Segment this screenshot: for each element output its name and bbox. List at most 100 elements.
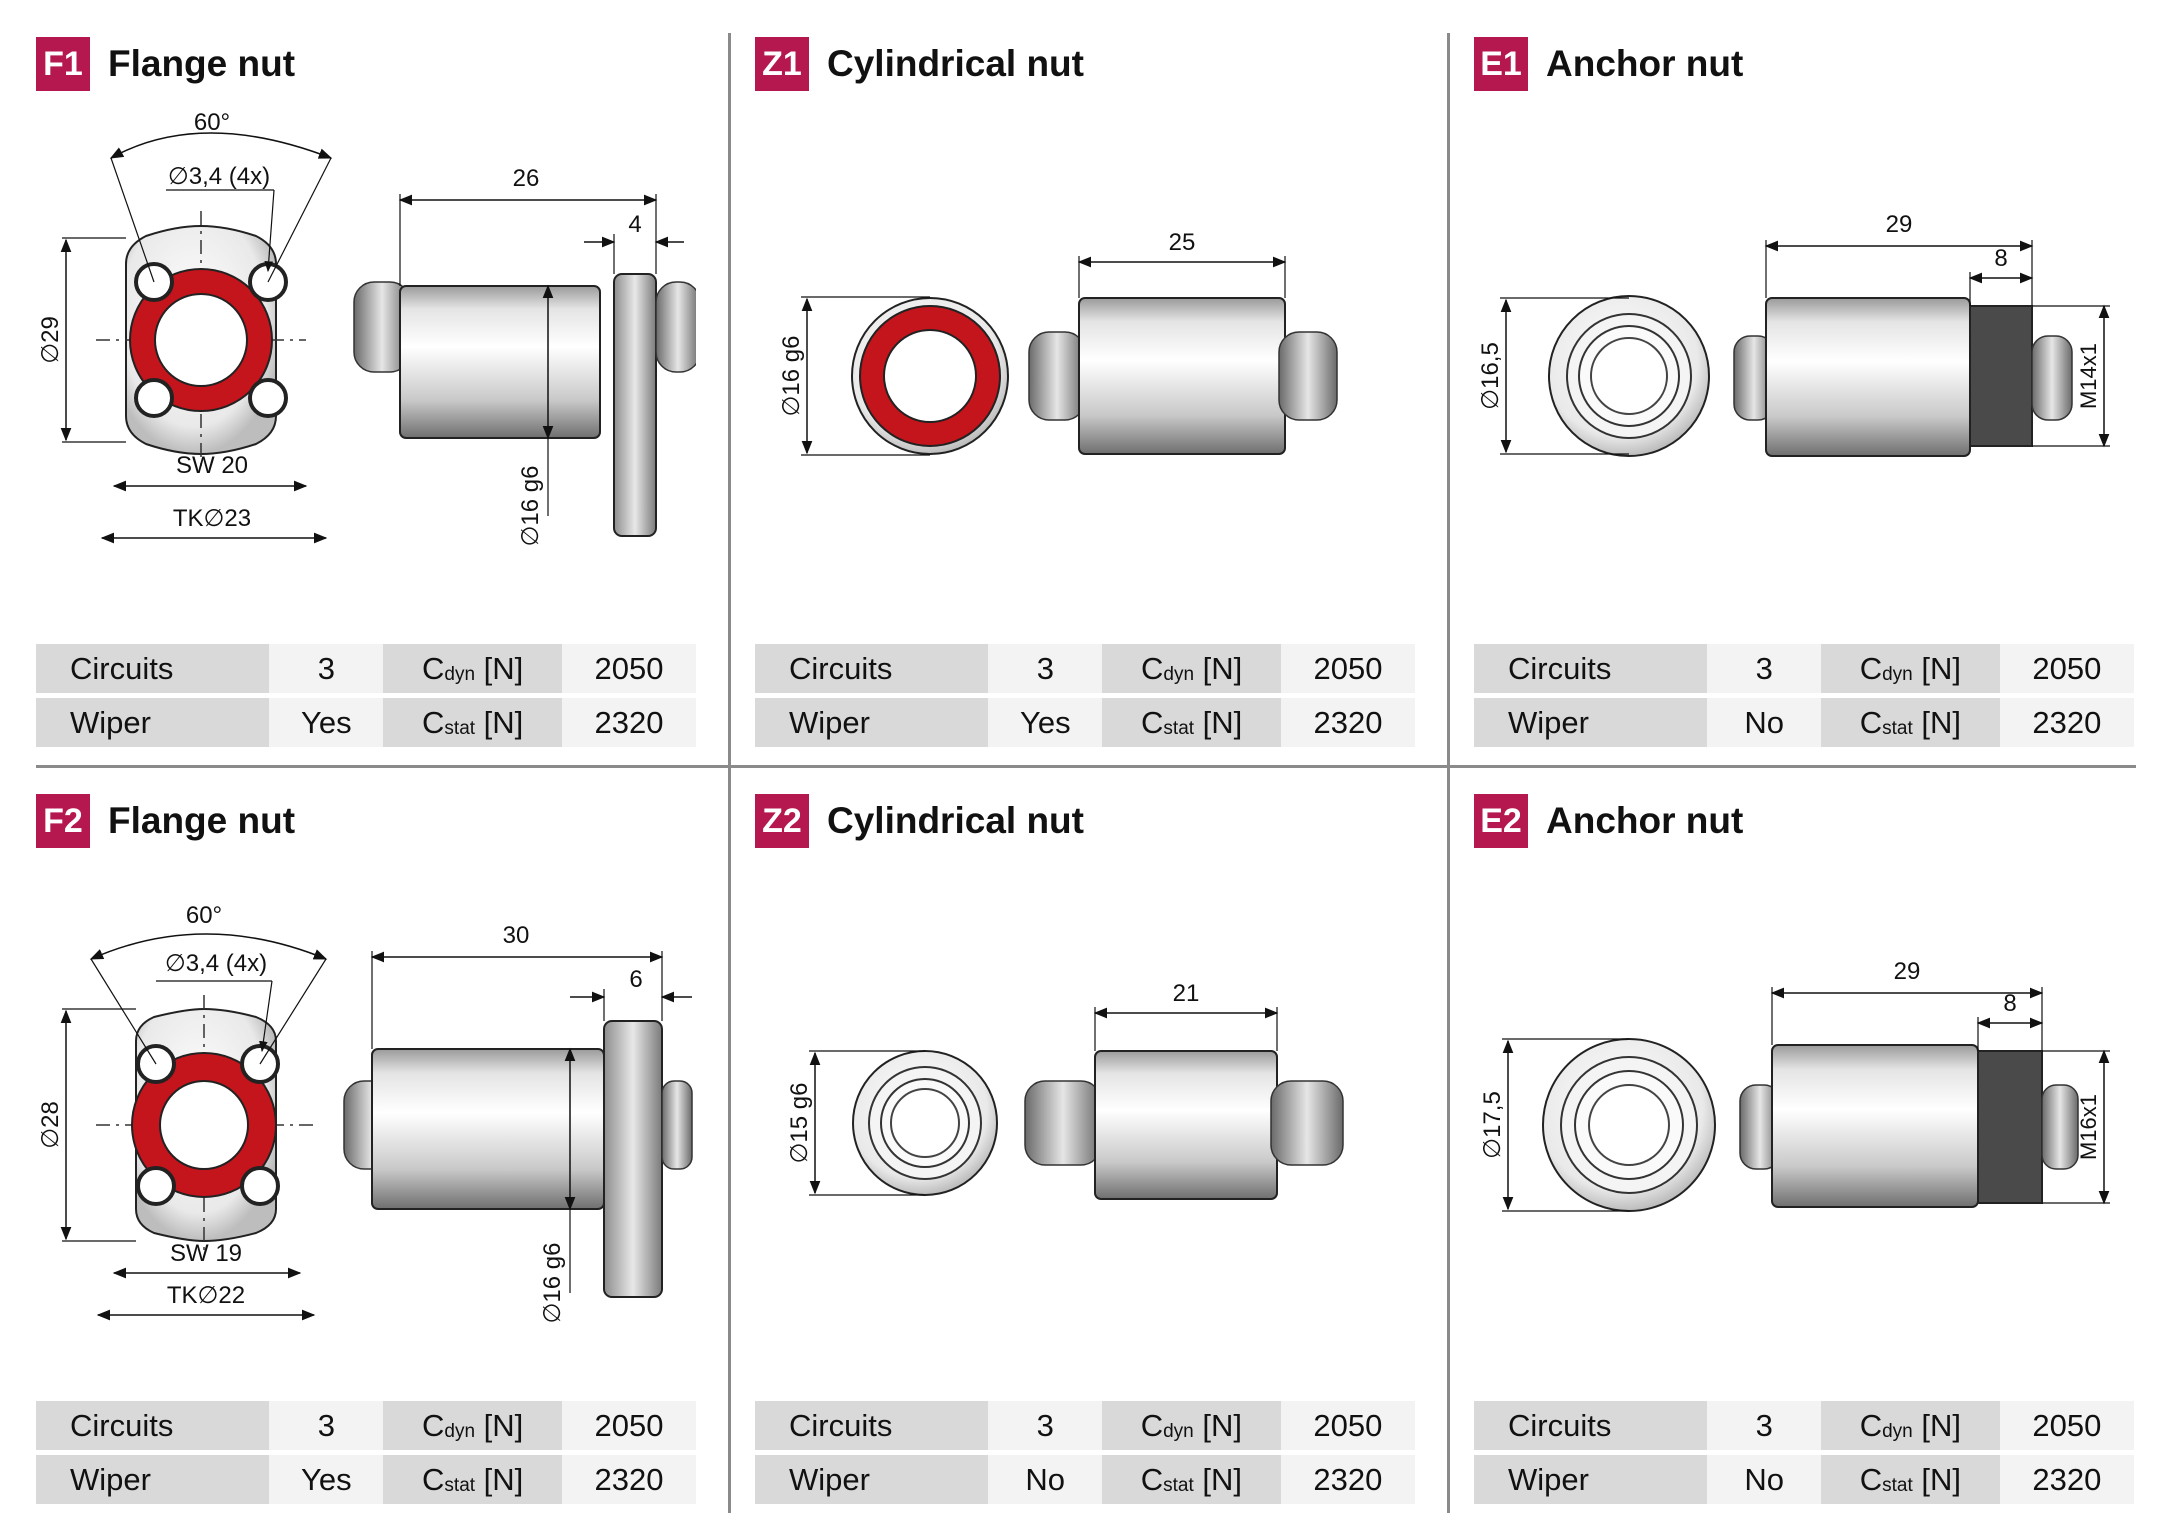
dim-height: ∅29 bbox=[37, 316, 64, 364]
thread bbox=[1977, 1050, 2043, 1204]
screw-shaft bbox=[1024, 1080, 1102, 1166]
circuits-label: Circuits bbox=[755, 1401, 989, 1450]
thread bbox=[1969, 305, 2033, 447]
mounting-hole bbox=[248, 378, 288, 418]
cstat-label: Cstat [N] bbox=[1101, 1455, 1281, 1504]
dim-thread-length: 8 bbox=[1994, 245, 2007, 272]
dim-diameter: ∅16 g6 bbox=[778, 336, 805, 417]
panel-F2: F2 Flange nut 60° ∅3,4 (4x) ∅28 SW bbox=[36, 793, 696, 1533]
code-badge: E2 bbox=[1474, 794, 1528, 848]
bore bbox=[883, 329, 977, 423]
technical-drawing: ∅17,5 29 8 M16x1 bbox=[1479, 958, 2110, 1212]
cstat-label: Cstat [N] bbox=[1820, 1455, 2000, 1504]
panel-header: E2 Anchor nut bbox=[1474, 793, 1743, 849]
dim-sw: SW 19 bbox=[170, 1240, 242, 1267]
technical-drawing: ∅15 g6 21 bbox=[786, 980, 1344, 1200]
flange bbox=[603, 1020, 663, 1298]
dim-length: 26 bbox=[513, 165, 540, 192]
panel-Z2: Z2 Cylindrical nut ∅15 g6 21 Circuits 3 … bbox=[755, 793, 1415, 1533]
leader-line bbox=[264, 189, 275, 273]
panel-title: Anchor nut bbox=[1546, 800, 1744, 841]
panel-F1: F1 Flange nut 60° ∅3,4 (4x) ∅29 bbox=[36, 36, 696, 776]
panel-header: F2 Flange nut bbox=[36, 793, 295, 849]
spec-table: Circuits 3 Cdyn [N] 2050 Wiper No Cstat … bbox=[755, 1396, 1415, 1509]
flange-nut-drawing: 60° ∅3,4 (4x) ∅29 SW 20 TK∅23 26 4 bbox=[36, 106, 696, 656]
dim-flange: 6 bbox=[629, 966, 642, 993]
mounting-hole bbox=[136, 1166, 176, 1206]
panel-title: Flange nut bbox=[108, 800, 296, 841]
cstat-value: 2320 bbox=[1280, 1455, 1415, 1504]
nut-body bbox=[1094, 1050, 1278, 1200]
spec-row: Wiper No Cstat [N] 2320 bbox=[1474, 698, 2134, 747]
panel-header: F1 Flange nut bbox=[36, 36, 295, 92]
nut-body bbox=[1771, 1044, 1979, 1208]
screw-shaft bbox=[2041, 1084, 2079, 1170]
bore bbox=[154, 293, 248, 387]
cstat-label: Cstat [N] bbox=[383, 698, 562, 747]
spec-table: Circuits 3 Cdyn [N] 2050 Wiper No Cstat … bbox=[1474, 1396, 2134, 1509]
circuits-label: Circuits bbox=[1474, 1401, 1708, 1450]
wiper-value: Yes bbox=[988, 698, 1103, 747]
panel-Z1: Z1 Cylindrical nut ∅16 g6 25 Circuits 3 … bbox=[755, 36, 1415, 776]
technical-drawing: ∅16 g6 25 bbox=[778, 229, 1338, 456]
dim-bore: ∅16 g6 bbox=[517, 466, 544, 547]
spec-table: Circuits 3 Cdyn [N] 2050 Wiper Yes Cstat… bbox=[36, 1396, 696, 1509]
leader-line bbox=[259, 958, 327, 1065]
wiper-label: Wiper bbox=[36, 698, 270, 747]
panel-title: Flange nut bbox=[108, 43, 296, 84]
screw-shaft bbox=[1270, 1080, 1344, 1166]
flange bbox=[613, 273, 657, 537]
divider-horizontal bbox=[36, 765, 2136, 768]
spec-table: Circuits 3 Cdyn [N] 2050 Wiper Yes Cstat… bbox=[755, 639, 1415, 752]
technical-drawing: ∅16,5 29 8 M14x1 bbox=[1477, 211, 2110, 457]
bore bbox=[890, 1088, 960, 1158]
spec-row: Wiper Yes Cstat [N] 2320 bbox=[36, 1455, 696, 1504]
dim-tk: TK∅22 bbox=[167, 1282, 245, 1309]
circuits-value: 3 bbox=[1707, 644, 1821, 693]
dim-length: 29 bbox=[1894, 958, 1921, 985]
spec-row: Circuits 3 Cdyn [N] 2050 bbox=[1474, 644, 2134, 693]
cdyn-label: Cdyn [N] bbox=[1820, 644, 2000, 693]
cstat-value: 2320 bbox=[1999, 698, 2134, 747]
circuits-value: 3 bbox=[269, 644, 384, 693]
panel-header: Z1 Cylindrical nut bbox=[755, 36, 1084, 92]
cdyn-label: Cdyn [N] bbox=[1101, 1401, 1281, 1450]
bore bbox=[159, 1080, 249, 1170]
panel-title: Cylindrical nut bbox=[827, 800, 1084, 841]
circuits-value: 3 bbox=[988, 644, 1103, 693]
cdyn-label: Cdyn [N] bbox=[383, 1401, 562, 1450]
anchor-nut-drawing: ∅16,5 29 8 M14x1 bbox=[1474, 106, 2134, 656]
leader-line bbox=[90, 958, 157, 1065]
circuits-label: Circuits bbox=[755, 644, 989, 693]
screw-shaft bbox=[655, 281, 696, 373]
dim-holes: ∅3,4 (4x) bbox=[165, 950, 267, 977]
nut-body bbox=[399, 285, 601, 439]
spec-row: Circuits 3 Cdyn [N] 2050 bbox=[1474, 1401, 2134, 1450]
wiper-value: No bbox=[1707, 1455, 1821, 1504]
code-badge: F1 bbox=[36, 37, 90, 91]
nut-body bbox=[1078, 297, 1286, 455]
angle-arc bbox=[109, 132, 333, 159]
cdyn-value: 2050 bbox=[561, 644, 696, 693]
dim-thread: M14x1 bbox=[2076, 343, 2101, 409]
dim-length: 25 bbox=[1169, 229, 1196, 256]
dim-angle: 60° bbox=[186, 902, 222, 929]
code-badge: Z1 bbox=[755, 37, 809, 91]
circuits-value: 3 bbox=[269, 1401, 384, 1450]
dim-thread: M16x1 bbox=[2076, 1094, 2101, 1160]
cstat-label: Cstat [N] bbox=[1820, 698, 2000, 747]
cstat-label: Cstat [N] bbox=[1102, 698, 1281, 747]
divider-vertical bbox=[1447, 33, 1450, 1513]
bore bbox=[1588, 1084, 1670, 1166]
cylindrical-nut-drawing: ∅16 g6 25 bbox=[755, 106, 1415, 656]
dim-length: 21 bbox=[1173, 980, 1200, 1007]
dim-tk: TK∅23 bbox=[173, 505, 251, 532]
nut-body bbox=[1765, 297, 1971, 457]
spec-row: Wiper No Cstat [N] 2320 bbox=[755, 1455, 1415, 1504]
leader-line bbox=[259, 980, 273, 1053]
circuits-label: Circuits bbox=[1474, 644, 1708, 693]
cstat-label: Cstat [N] bbox=[383, 1455, 562, 1504]
spec-table: Circuits 3 Cdyn [N] 2050 Wiper Yes Cstat… bbox=[36, 639, 696, 752]
screw-shaft bbox=[1278, 331, 1338, 421]
cdyn-label: Cdyn [N] bbox=[1820, 1401, 2000, 1450]
